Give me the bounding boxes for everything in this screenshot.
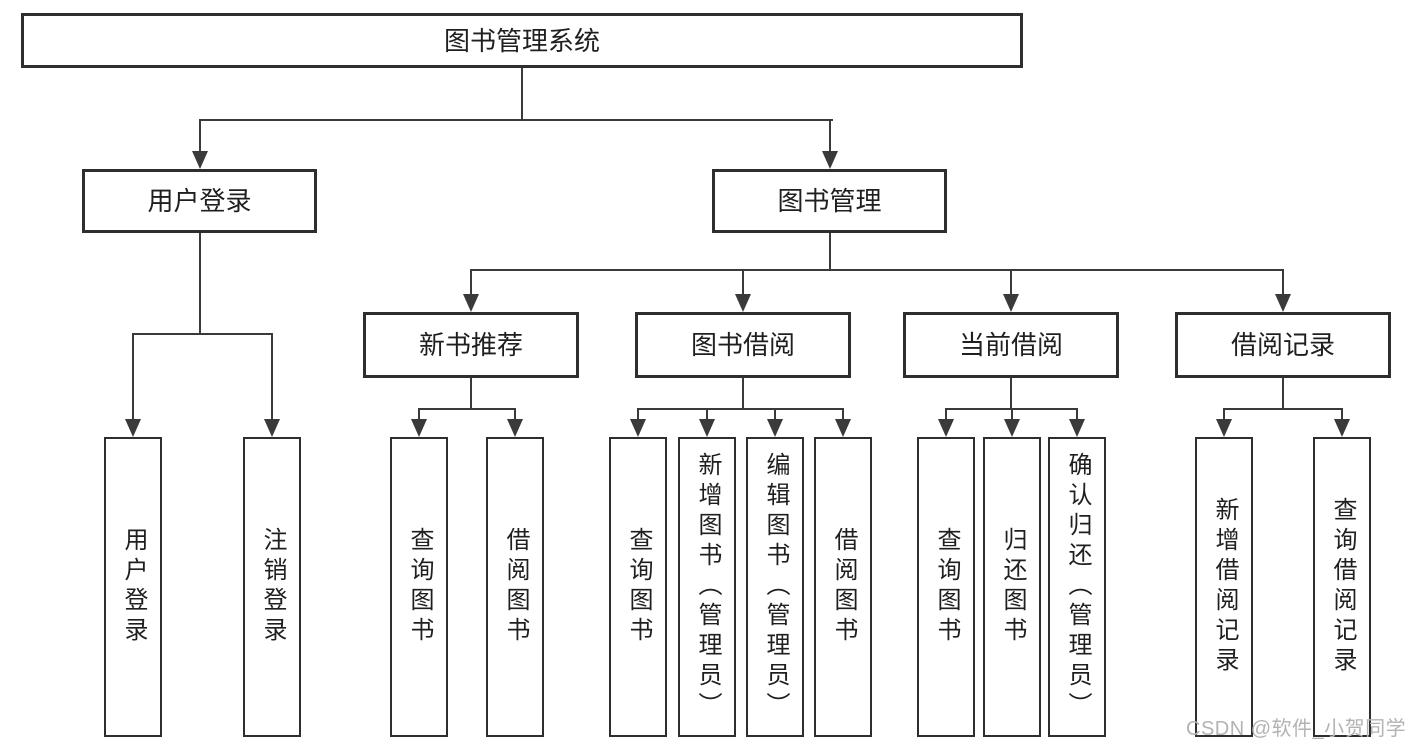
leaf-borrow-books: 借阅图书 <box>814 437 872 737</box>
arrow-down-icon <box>1216 419 1232 437</box>
leaf-add-borrow-record: 新增借阅记录 <box>1195 437 1253 737</box>
v-line <box>1282 269 1284 299</box>
arrow-down-icon <box>192 151 208 169</box>
arrow-down-icon <box>125 419 141 437</box>
v-line <box>199 233 201 334</box>
arrow-down-icon <box>822 151 838 169</box>
v-line <box>945 408 947 424</box>
leaf-query-books-recommend: 查询图书 <box>390 437 448 737</box>
v-line <box>514 408 516 424</box>
h-line <box>637 408 844 410</box>
arrow-down-icon <box>938 419 954 437</box>
v-line <box>1341 408 1343 424</box>
arrow-down-icon <box>411 419 427 437</box>
v-line <box>132 333 134 423</box>
v-line <box>1010 378 1012 409</box>
v-line <box>706 408 708 424</box>
v-line <box>774 408 776 424</box>
node-root-system: 图书管理系统 <box>21 13 1023 68</box>
node-book-management: 图书管理 <box>712 169 947 233</box>
v-line <box>1223 408 1225 424</box>
arrow-down-icon <box>835 419 851 437</box>
arrow-down-icon <box>1334 419 1350 437</box>
node-new-book-recommend: 新书推荐 <box>363 312 579 378</box>
arrow-down-icon <box>767 419 783 437</box>
h-line <box>470 269 1284 271</box>
v-line <box>199 119 201 155</box>
leaf-return-books: 归还图书 <box>983 437 1041 737</box>
arrow-down-icon <box>699 419 715 437</box>
v-line <box>1282 378 1284 409</box>
csdn-watermark: CSDN @软件_小贺同学 <box>1186 718 1405 740</box>
v-line <box>742 378 744 409</box>
h-line <box>199 119 833 121</box>
arrow-down-icon <box>507 419 523 437</box>
v-line <box>829 233 831 270</box>
arrow-down-icon <box>264 419 280 437</box>
h-line <box>132 333 273 335</box>
v-line <box>842 408 844 424</box>
v-line <box>829 119 831 155</box>
v-line <box>521 68 523 120</box>
v-line <box>1011 408 1013 424</box>
leaf-logout: 注销登录 <box>243 437 301 737</box>
leaf-query-borrow-record: 查询借阅记录 <box>1313 437 1371 737</box>
v-line <box>637 408 639 424</box>
leaf-query-books-current: 查询图书 <box>917 437 975 737</box>
arrow-down-icon <box>735 294 751 312</box>
node-borrow-records: 借阅记录 <box>1175 312 1391 378</box>
leaf-confirm-return-admin: 确认归还（管理员） <box>1048 437 1106 737</box>
h-line <box>1223 408 1343 410</box>
node-book-borrow: 图书借阅 <box>635 312 851 378</box>
leaf-borrow-books-recommend: 借阅图书 <box>486 437 544 737</box>
h-line <box>418 408 516 410</box>
leaf-query-books-borrow: 查询图书 <box>609 437 667 737</box>
arrow-down-icon <box>1069 419 1085 437</box>
v-line <box>470 269 472 299</box>
leaf-edit-books-admin: 编辑图书（管理员） <box>746 437 804 737</box>
v-line <box>418 408 420 424</box>
arrow-down-icon <box>1275 294 1291 312</box>
node-current-borrow: 当前借阅 <box>903 312 1119 378</box>
arrow-down-icon <box>630 419 646 437</box>
leaf-user-login: 用户登录 <box>104 437 162 737</box>
v-line <box>1076 408 1078 424</box>
v-line <box>1010 269 1012 299</box>
v-line <box>742 269 744 299</box>
arrow-down-icon <box>1003 294 1019 312</box>
v-line <box>470 378 472 409</box>
v-line <box>271 333 273 423</box>
leaf-add-books-admin: 新增图书（管理员） <box>678 437 736 737</box>
node-user-login: 用户登录 <box>82 169 317 233</box>
arrow-down-icon <box>463 294 479 312</box>
arrow-down-icon <box>1004 419 1020 437</box>
